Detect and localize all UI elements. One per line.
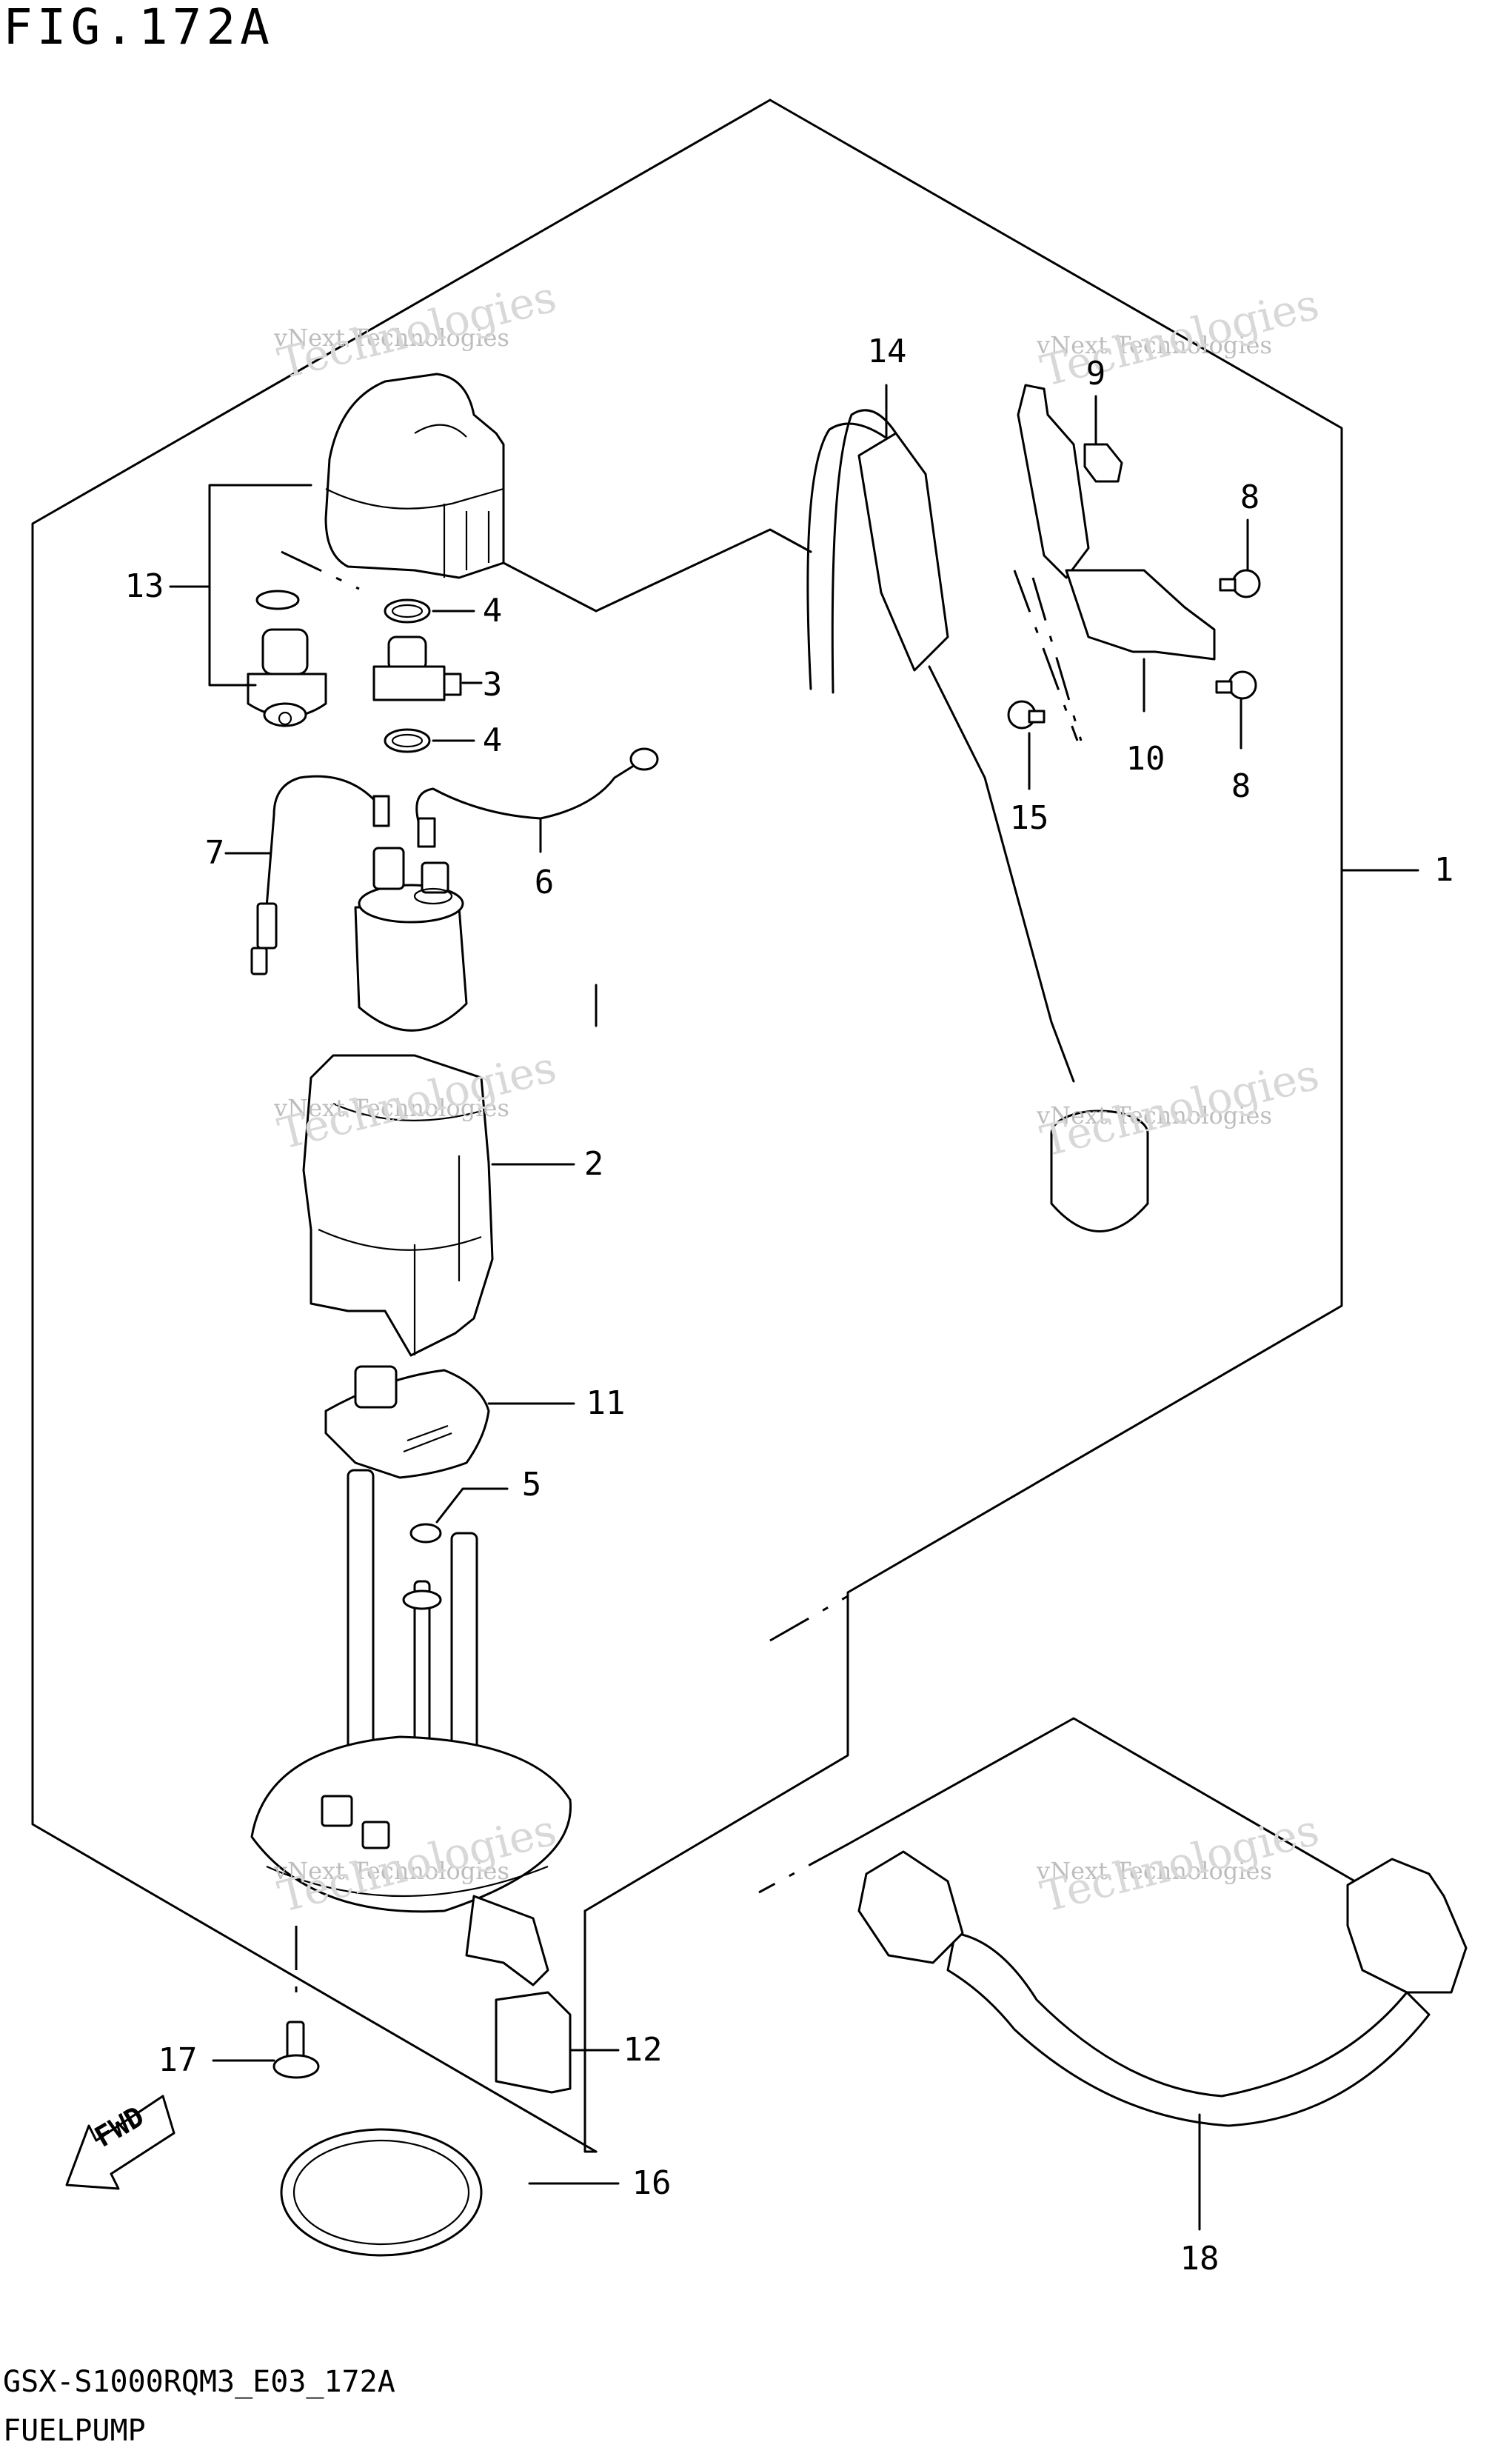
watermark: vNext Technologies Technologies bbox=[272, 1041, 561, 1160]
part-16-gasket bbox=[280, 2128, 620, 2257]
callout-1[interactable]: 1 bbox=[1434, 851, 1454, 889]
callout-17[interactable]: 17 bbox=[158, 2041, 198, 2079]
part-18-fuel-hose bbox=[857, 1850, 1468, 2231]
centerlines bbox=[281, 528, 1083, 2000]
part-7-lead-wire bbox=[224, 775, 390, 975]
callout-7[interactable]: 7 bbox=[204, 834, 225, 872]
watermark: vNext Technologies Technologies bbox=[272, 1804, 561, 1923]
part-2-pump-case bbox=[302, 1054, 575, 1357]
part-8-screw-upper bbox=[1219, 518, 1261, 598]
callout-10[interactable]: 10 bbox=[1125, 740, 1165, 778]
assembly-boundary bbox=[31, 99, 1343, 2153]
watermark: vNext Technologies Technologies bbox=[272, 271, 561, 390]
part-8-screw-lower bbox=[1215, 670, 1257, 750]
watermark: vNext Technologies Technologies bbox=[1035, 1049, 1324, 1167]
callout-4-upper[interactable]: 4 bbox=[482, 592, 503, 630]
callout-18[interactable]: 18 bbox=[1180, 2240, 1220, 2278]
part-13-pressure-regulator-cover bbox=[324, 373, 505, 579]
callout-13[interactable]: 13 bbox=[124, 567, 164, 605]
callout-8-lower[interactable]: 8 bbox=[1231, 767, 1251, 805]
part-4-o-ring-upper bbox=[384, 598, 475, 624]
part-group-name: FUELPUMP bbox=[3, 2414, 146, 2448]
part-3-fuel-joint bbox=[372, 635, 483, 701]
callout-2[interactable]: 2 bbox=[583, 1145, 604, 1183]
part-6-lead-wire bbox=[415, 747, 659, 853]
callout-6[interactable]: 6 bbox=[534, 864, 555, 901]
callout-12[interactable]: 12 bbox=[623, 2031, 663, 2069]
watermark: vNext Technologies Technologies bbox=[1035, 278, 1324, 397]
callout-15[interactable]: 15 bbox=[1009, 799, 1049, 837]
part-13-bracket bbox=[169, 484, 312, 687]
hose-boundary bbox=[758, 1595, 1357, 1894]
watermark: vNext Technologies Technologies bbox=[1035, 1804, 1324, 1923]
callout-5[interactable]: 5 bbox=[521, 1466, 542, 1504]
callout-8-upper[interactable]: 8 bbox=[1240, 478, 1260, 516]
part-4-o-ring-lower bbox=[384, 728, 475, 753]
callout-4-lower[interactable]: 4 bbox=[482, 721, 503, 759]
part-10-bracket bbox=[1017, 384, 1216, 713]
part-13-pressure-regulator bbox=[247, 590, 327, 727]
part-11-fuel-filter bbox=[324, 1365, 575, 1479]
callout-9[interactable]: 9 bbox=[1086, 355, 1106, 393]
callout-16[interactable]: 16 bbox=[632, 2164, 672, 2202]
fwd-arrow bbox=[65, 2095, 175, 2190]
callout-11[interactable]: 11 bbox=[586, 1384, 626, 1422]
part-12-cushion bbox=[495, 1991, 620, 2094]
model-code: GSX-S1000RQM3_E03_172A bbox=[3, 2365, 395, 2399]
callout-3[interactable]: 3 bbox=[482, 666, 503, 704]
callout-14[interactable]: 14 bbox=[867, 333, 907, 370]
figure-title: FIG.172A bbox=[3, 0, 274, 56]
part-5-o-ring bbox=[409, 1487, 509, 1544]
part-9-clamp bbox=[1083, 395, 1123, 483]
pump-base-plate bbox=[250, 1469, 572, 1986]
part-15-screw bbox=[1007, 700, 1046, 790]
part-14-fuel-level-sender bbox=[806, 384, 1149, 1232]
part-17-bolt bbox=[212, 2021, 320, 2079]
fuel-pump-motor bbox=[354, 847, 468, 1032]
